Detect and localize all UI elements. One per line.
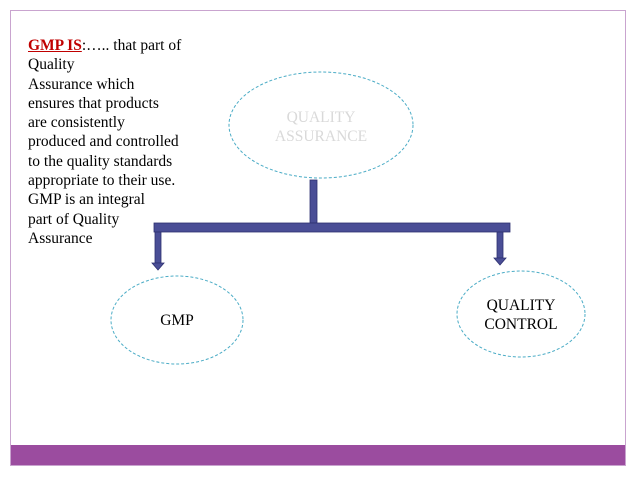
- quality-control-label: QUALITY CONTROL: [466, 296, 576, 334]
- quality-assurance-label-line2: ASSURANCE: [274, 128, 368, 145]
- slide-frame: [10, 10, 626, 466]
- definition-first-line: GMP IS:….. that part of: [28, 36, 228, 55]
- quality-assurance-label-line1: QUALITY: [286, 109, 356, 126]
- bottom-accent-bar: [11, 445, 625, 465]
- definition-text: GMP IS:….. that part of Quality Assuranc…: [28, 36, 228, 248]
- gmp-label-text: GMP: [160, 312, 194, 329]
- definition-line: Assurance: [28, 229, 93, 247]
- definition-line: Assurance which: [28, 75, 135, 93]
- definition-line: :….. that part of: [81, 37, 182, 54]
- definition-line: GMP is an integral: [28, 191, 145, 209]
- definition-line: are consistently: [28, 114, 125, 132]
- definition-line: appropriate to their use.: [28, 172, 176, 190]
- quality-control-label-line1: QUALITY: [486, 297, 556, 314]
- definition-line: to the quality standards: [28, 152, 173, 170]
- definition-line: produced and controlled: [28, 133, 179, 151]
- gmp-label: GMP: [127, 311, 227, 330]
- definition-heading: GMP IS: [28, 37, 82, 54]
- definition-line: ensures that products: [28, 94, 159, 112]
- definition-line: Quality: [28, 56, 75, 74]
- definition-line: part of Quality: [28, 210, 120, 228]
- quality-assurance-label: QUALITY ASSURANCE: [250, 108, 392, 146]
- quality-control-label-line2: CONTROL: [484, 316, 558, 333]
